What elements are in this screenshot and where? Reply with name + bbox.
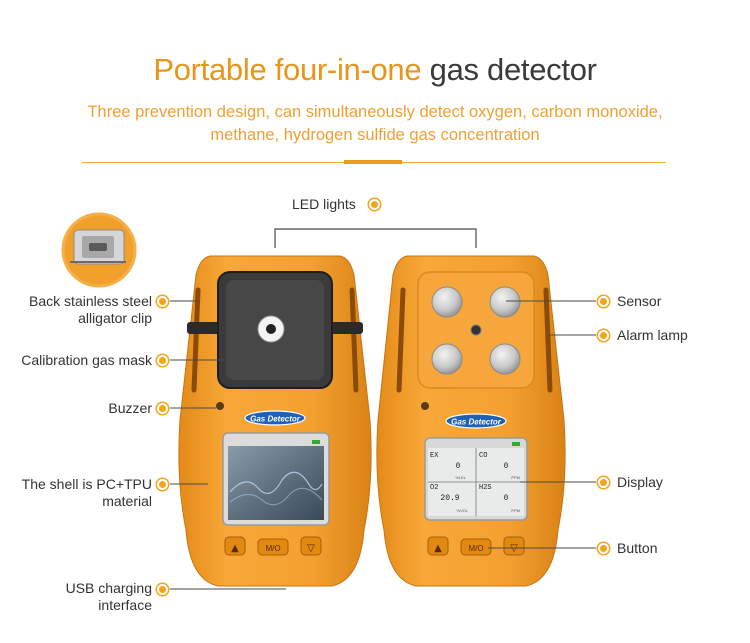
reading-co-value: 0 (504, 462, 509, 471)
button-mode-label-2: M/O (468, 544, 483, 553)
label-usb-line2: interface (98, 597, 152, 613)
button-up-glyph: ▲ (231, 543, 239, 554)
callout-dot-button (598, 543, 609, 554)
sensor-1 (431, 286, 463, 318)
callout-dot-sensor (598, 296, 609, 307)
reading-h2s-value: 0 (504, 494, 509, 503)
led-bracket (274, 228, 477, 248)
label-buzzer: Buzzer (108, 400, 152, 416)
label-led-lights: LED lights (292, 196, 356, 212)
buzzer-hole (216, 402, 224, 410)
label-shell-line1: The shell is PC+TPU (21, 476, 152, 492)
callout-dot-clip (157, 296, 168, 307)
page-title: Portable four-in-one gas detector (0, 52, 750, 88)
label-button: Button (617, 540, 658, 556)
callout-dot-alarm (598, 330, 609, 341)
label-usb-line1: USB charging (65, 580, 152, 596)
reading-h2s-name: H2S (479, 484, 492, 492)
sensor-4 (489, 343, 521, 375)
device-back: Gas Detector ▲ M/O ▽ (178, 255, 372, 587)
reading-ex-name: EX (430, 452, 439, 460)
reading-o2-unit: %VOL (456, 508, 468, 513)
sensor-2 (489, 286, 521, 318)
device-front: Gas Detector EX 0 %LEL CO 0 PPM O2 20.9 … (376, 255, 566, 587)
label-shell: The shell is PC+TPU material (22, 476, 152, 510)
label-back-clip: Back stainless steel alligator clip (29, 293, 152, 327)
reading-ex-unit: %LEL (455, 475, 466, 480)
reading-ex-value: 0 (456, 462, 461, 471)
clip-inset (61, 212, 137, 288)
callout-dot-mask (157, 355, 168, 366)
callout-dot-led (369, 199, 380, 210)
title-part1: Portable four-in-one (153, 52, 422, 87)
divider-accent (344, 160, 402, 164)
subtitle-line2: methane, hydrogen sulfide gas concentrat… (210, 126, 540, 144)
title-part2: gas detector (429, 52, 597, 87)
callout-dot-buzzer (157, 403, 168, 414)
reading-co-name: CO (479, 452, 487, 460)
reading-co-unit: PPM (511, 475, 520, 480)
label-alarm-lamp: Alarm lamp (617, 327, 688, 343)
label-usb: USB charging interface (66, 580, 152, 614)
label-sensor: Sensor (617, 293, 662, 309)
label-back-clip-line1: Back stainless steel (29, 293, 152, 309)
label-calibration-mask: Calibration gas mask (21, 352, 152, 368)
reading-o2-value: 20.9 (440, 494, 459, 503)
label-back-clip-line2: alligator clip (78, 310, 152, 326)
button-up-glyph-2: ▲ (434, 543, 442, 554)
brand-label: Gas Detector (250, 415, 301, 424)
reading-h2s-unit: PPM (511, 508, 520, 513)
brand-badge (244, 410, 306, 426)
sensor-3 (431, 343, 463, 375)
label-display: Display (617, 474, 663, 490)
callout-dot-shell (157, 479, 168, 490)
subtitle-line1: Three prevention design, can simultaneou… (87, 103, 663, 121)
label-shell-line2: material (102, 493, 152, 509)
callout-dot-usb (157, 584, 168, 595)
callout-dot-display (598, 477, 609, 488)
brand-label-2: Gas Detector (451, 418, 502, 427)
reading-o2-name: O2 (430, 484, 438, 492)
button-down-glyph: ▽ (307, 543, 315, 554)
button-mode-label: M/O (265, 544, 280, 553)
